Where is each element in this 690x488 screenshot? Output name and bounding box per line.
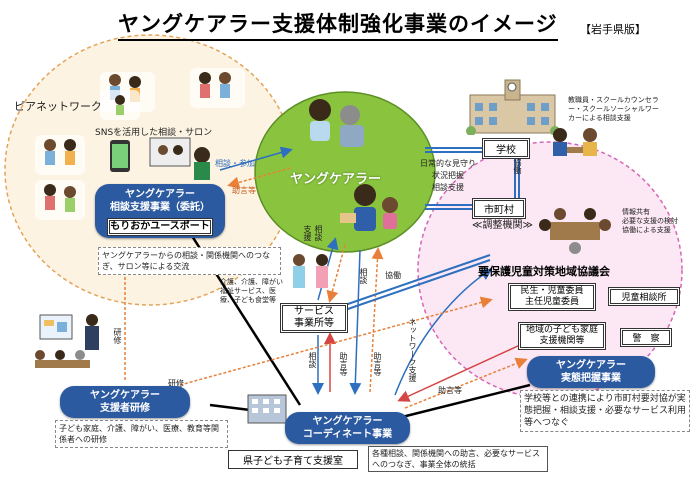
sns-salon-illustration — [110, 137, 210, 180]
cooperation-label: 協働 — [513, 158, 522, 174]
info-share-label: 情報共有 必要な支援の検討 協働による支援 — [622, 208, 678, 234]
consult-participate-label: 相談・参加 — [215, 159, 255, 168]
trainer-title-2: 支援者研修 — [100, 403, 150, 414]
survey-box: ヤングケアラー 実態把握事業 — [527, 356, 655, 388]
consult-label-3: 相談 — [308, 352, 317, 368]
trainer-desc: 子ども家庭、介護、障がい、医療、教育等関係者への研修 — [55, 420, 228, 448]
page-title: ヤングケアラー支援体制強化事業のイメージ — [118, 8, 558, 41]
peer-group-illustrations — [35, 68, 245, 220]
school-consultation-illustration — [553, 128, 597, 156]
coordinator-desc: 各種相談、関係機関への助言、必要なサービスへのつなぎ、事業全体の統括 — [368, 446, 548, 472]
survey-desc: 学校等との連携により市町村要対協が実態把握・相談支援・必要なサービス利用等へつな… — [520, 390, 690, 432]
service-office-label: サービス 事業所等 — [280, 303, 348, 333]
cooperation-label-2: 協働 — [385, 271, 401, 280]
advice-label-3: 助言等 — [373, 352, 382, 376]
peer-group-5 — [35, 180, 85, 220]
trainer-title-1: ヤングケアラー — [90, 390, 160, 401]
coordinator-office: 県子ども子育て支援室 — [228, 450, 358, 469]
advice-label: 助言等 — [232, 186, 256, 195]
support-label: 支援 — [303, 225, 312, 241]
services-people-label: 介護、介護、障がい福祉サービス、医療、子ども食堂等 — [220, 278, 283, 304]
trainer-illustration — [35, 314, 99, 368]
peer-group-2 — [190, 68, 245, 108]
trainer-box: ヤングケアラー 支援者研修 — [60, 386, 190, 418]
status-grasp-label: 状況把握 — [432, 171, 464, 180]
young-carer-label: ヤングケアラー — [290, 172, 382, 187]
school-label: 学校 — [482, 138, 530, 159]
prefecture-office-icon — [247, 394, 287, 424]
advice-label-2: 助言等 — [339, 352, 348, 376]
survey-title-2: 実態把握事業 — [561, 373, 621, 384]
consult-support-title-1: ヤングケアラー — [125, 189, 195, 200]
consult-support-desc: ヤングケアラーからの相談・関係機関へのつなぎ、サロン等による交流 — [98, 247, 281, 275]
daily-watch-text: 日常的な見守り 状況把握 相談支援 — [420, 158, 476, 194]
network-support-label: ネットワーク支援 — [408, 318, 417, 382]
peer-group-3 — [100, 90, 140, 120]
school-staff-desc: 教職員・スクールカウンセラー・スクールソーシャルワーカーによる相談支援 — [568, 96, 659, 122]
daily-watch-label: 日常的な見守り — [420, 159, 476, 168]
peer-network-label: ピアネットワーク — [14, 100, 102, 113]
sns-label: SNSを活用した相談・サロン — [95, 128, 213, 138]
training-label-2: 研修 — [168, 379, 184, 388]
consult-label: 相談 — [314, 225, 323, 241]
council-label: 要保護児童対策地域協議会 — [478, 265, 610, 278]
young-carer-illustration — [309, 99, 398, 231]
advice-label-4: 助言等 — [438, 386, 462, 395]
municipality-label: 市町村 — [472, 198, 526, 219]
school-building-icon — [466, 79, 560, 135]
coordination-label: ≪調整機関≫ — [472, 220, 533, 231]
coordinator-title-2: コーディネート事業 — [302, 429, 393, 440]
council-meeting-illustration — [539, 208, 611, 254]
consult-support-link-label: 相談支援 — [432, 183, 464, 192]
consult-label-2: 相談 — [359, 268, 368, 284]
survey-title-1: ヤングケアラー — [556, 360, 626, 371]
council-member-police: 警 察 — [620, 328, 672, 347]
consult-support-title-2: 相談支援事業（委託） — [110, 202, 210, 213]
council-member-support-org: 地域の子ども家庭 支援機関等 — [518, 322, 606, 350]
service-staff-illustration — [293, 254, 328, 288]
coordinator-box: ヤングケアラー コーディネート事業 — [285, 412, 410, 444]
training-label: 研修 — [113, 328, 122, 344]
coordinator-title-1: ヤングケアラー — [312, 416, 383, 427]
consult-support-org: もりおかユースポート — [107, 218, 213, 236]
council-member-welfare: 民生・児童委員 主任児童委員 — [508, 283, 596, 311]
council-member-child-guidance: 児童相談所 — [608, 287, 680, 306]
edition-label: 【岩手県版】 — [580, 23, 646, 36]
peer-group-4 — [35, 135, 85, 175]
